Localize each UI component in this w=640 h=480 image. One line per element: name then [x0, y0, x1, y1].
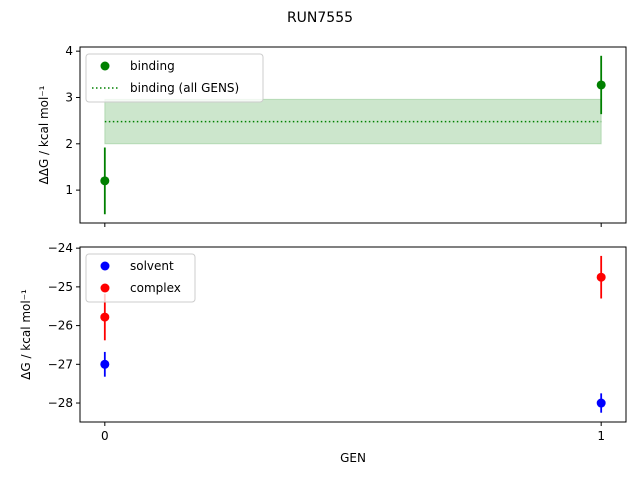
y-tick-label: −25 [48, 280, 73, 294]
legend-label: binding (all GENS) [130, 81, 239, 95]
legend-marker [100, 261, 110, 271]
legend-label: binding [130, 59, 175, 73]
data-point [596, 80, 606, 90]
y-tick-label: 3 [65, 90, 73, 104]
y-tick-label: −28 [48, 396, 73, 410]
x-tick-label: 1 [597, 429, 605, 443]
y-tick-label: −27 [48, 357, 73, 371]
legend-label: solvent [130, 259, 174, 273]
data-point [100, 176, 110, 186]
y-tick-label: 2 [65, 137, 73, 151]
data-point [100, 359, 110, 369]
legend-label: complex [130, 281, 181, 295]
data-point [596, 272, 606, 282]
y-tick-label: 4 [65, 44, 73, 58]
y-tick-label: 1 [65, 183, 73, 197]
legend [85, 253, 196, 303]
y-axis-label: ΔG / kcal mol⁻¹ [19, 289, 33, 380]
data-point [100, 312, 110, 322]
legend [85, 53, 264, 103]
bottom-axes: −24 −25 −26 −27 −28 0 1 ΔG / kcal mol⁻¹ GEN solve… [19, 241, 627, 465]
y-axis-label: ΔΔG / kcal mol⁻¹ [37, 85, 51, 184]
figure-title: RUN7555 [287, 10, 353, 26]
data-point [596, 398, 606, 408]
axes-frame [79, 246, 627, 423]
y-tick-label: −26 [48, 319, 73, 333]
legend-marker [100, 61, 110, 71]
axes-frame [79, 46, 627, 224]
x-axis-label: GEN [340, 451, 366, 465]
x-tick-label: 0 [101, 429, 109, 443]
legend-marker [100, 283, 110, 293]
y-tick-label: −24 [48, 241, 73, 255]
